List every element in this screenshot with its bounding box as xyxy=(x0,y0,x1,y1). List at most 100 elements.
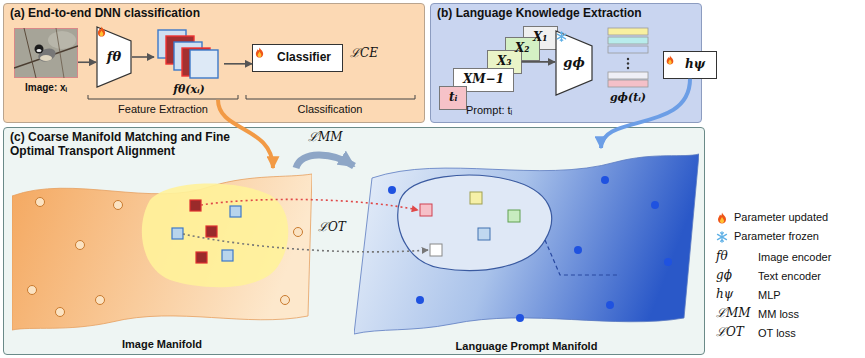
rect-graphic xyxy=(430,244,442,256)
circle-shape xyxy=(627,58,629,60)
rect-graphic xyxy=(190,200,201,211)
path-shape xyxy=(12,174,312,330)
use-graphic xyxy=(256,47,263,57)
circle-shape xyxy=(627,62,629,64)
g-graphic xyxy=(28,198,303,317)
manifold-shape xyxy=(354,148,699,352)
maps-picture xyxy=(154,28,224,80)
circle-graphic xyxy=(606,301,614,309)
encoder-trapezoid: gϕ xyxy=(555,30,593,96)
circle-graphic xyxy=(651,201,659,209)
bars-picture xyxy=(601,26,655,88)
circle-graphic xyxy=(56,308,65,317)
rect-graphic xyxy=(420,204,432,216)
encoder-symbol: fθ xyxy=(101,47,127,68)
text-features: gϕ(tᵢ) xyxy=(601,26,655,108)
rect-shape xyxy=(608,72,648,79)
ellipse-shape xyxy=(48,31,76,49)
path-graphic xyxy=(142,184,288,288)
stage-label: Feature Extraction xyxy=(118,103,208,116)
image-manifold-contents xyxy=(28,184,303,317)
circle-graphic xyxy=(28,286,37,295)
loss-symbol: ℒMM xyxy=(306,131,345,145)
legend-description: Text encoder xyxy=(758,270,821,283)
g-graphic xyxy=(388,176,672,322)
connector-arrow xyxy=(522,61,555,63)
legend-text: Parameter frozen xyxy=(734,230,819,243)
circle-graphic xyxy=(416,296,424,304)
panel-title: (b) Language Knowledge Extraction xyxy=(431,4,701,24)
polygon-shape xyxy=(556,31,592,95)
path-graphic xyxy=(246,95,415,99)
legend-description: MM loss xyxy=(758,308,799,321)
legend-description: OT loss xyxy=(758,327,796,340)
token-label: X₁ xyxy=(527,28,554,48)
ellipse-shape xyxy=(37,49,42,52)
use-graphic xyxy=(667,55,674,64)
rect-shape xyxy=(608,28,648,35)
path-graphic xyxy=(88,95,238,99)
encoder-symbol: gϕ xyxy=(557,53,590,74)
circle-graphic xyxy=(96,296,105,305)
ellipse-shape xyxy=(40,55,52,61)
token-label: X₂ xyxy=(509,39,536,59)
manifold-label: Language Prompt Manifold xyxy=(354,337,699,356)
loss-symbol: ℒCE xyxy=(350,47,378,61)
circle-graphic xyxy=(664,258,672,266)
path-graphic xyxy=(201,199,418,210)
path-shape xyxy=(24,28,36,78)
legend-description: MLP xyxy=(758,289,781,302)
circle-graphic xyxy=(516,314,524,322)
token-label: X₃ xyxy=(491,52,518,72)
g-graphic xyxy=(172,206,241,261)
rect-graphic xyxy=(470,192,482,204)
circle-graphic xyxy=(601,176,609,184)
language-manifold: Language Prompt Manifold xyxy=(354,148,699,352)
use-graphic xyxy=(557,32,565,42)
circle-graphic xyxy=(36,198,45,207)
path-shape xyxy=(354,154,699,334)
rect-graphic xyxy=(230,206,241,217)
circle-graphic xyxy=(388,186,396,194)
connector-arrow xyxy=(218,100,273,168)
legend-symbol: gϕ xyxy=(716,269,732,283)
path-graphic xyxy=(545,240,620,275)
circle-shape xyxy=(627,67,629,69)
circle-graphic xyxy=(76,241,85,250)
circle-graphic xyxy=(281,296,290,305)
use-graphic xyxy=(718,213,726,224)
manifold-shape xyxy=(12,168,312,350)
connector-arrow xyxy=(296,155,354,168)
panel-title: (a) End-to-end DNN classification xyxy=(4,4,424,24)
feature-label: gϕ(tᵢ) xyxy=(601,89,655,108)
rect-graphic xyxy=(222,250,233,261)
connector-arrow xyxy=(132,56,154,58)
manifold-label: Image Manifold xyxy=(12,335,312,354)
feature-maps: fθ(xᵢ) xyxy=(154,28,224,100)
classifier-label: Classifier xyxy=(271,48,337,68)
g-graphic xyxy=(190,200,217,263)
mlp-symbol: hψ xyxy=(679,55,711,75)
rect-graphic xyxy=(196,252,207,263)
rect-shape xyxy=(608,80,648,87)
rect-shape xyxy=(608,37,648,44)
photo-picture xyxy=(14,28,78,78)
legend-symbol: hψ xyxy=(716,288,733,302)
stage-label: Classification xyxy=(298,103,363,116)
rect-graphic xyxy=(508,210,520,222)
prompt-label: Prompt: tᵢ xyxy=(466,104,512,117)
legend-description: Image encoder xyxy=(758,251,831,264)
prompt-token: tᵢ xyxy=(439,86,467,110)
classifier-box: Classifier xyxy=(252,44,343,72)
circle-graphic xyxy=(294,228,303,237)
feature-label: fθ(xᵢ) xyxy=(154,81,224,100)
circle-shape xyxy=(35,45,44,54)
legend-text: Parameter updated xyxy=(734,211,828,224)
image-label: Image: xᵢ xyxy=(14,79,78,97)
rect-shape xyxy=(15,29,78,78)
legend-symbol: fθ xyxy=(716,250,728,264)
ot-alignment-lines xyxy=(183,199,428,251)
rect-shape xyxy=(190,50,218,78)
